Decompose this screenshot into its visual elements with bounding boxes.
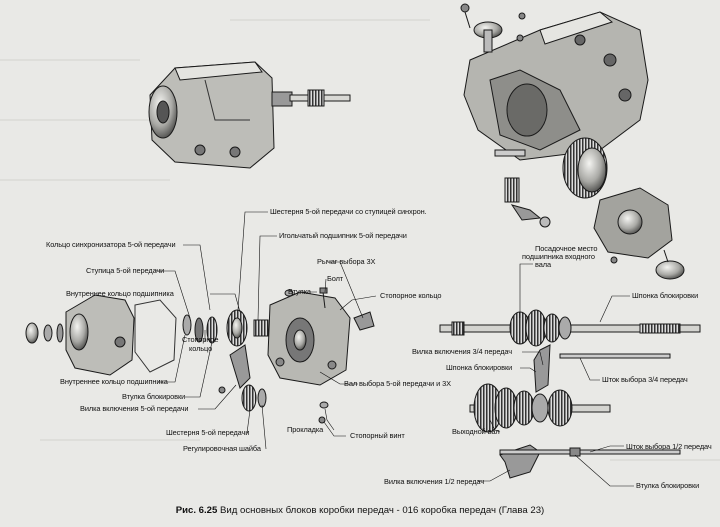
label-inner-ring-bearing-top: Внутреннее кольцо подшипника bbox=[66, 289, 174, 298]
label-hub5: Ступица 5-ой передачи bbox=[86, 266, 165, 275]
label-snap-ring-left-1: Стопорное bbox=[182, 335, 219, 344]
label-lock-screw: Стопорный винт bbox=[350, 431, 405, 440]
label-input-bearing-seat-2: подшипника входного bbox=[522, 252, 595, 261]
figure-caption: Рис. 6.25 Вид основных блоков коробки пе… bbox=[0, 505, 720, 516]
label-input-bearing-seat-3: вала bbox=[535, 260, 551, 269]
fifth-gear-exploded bbox=[25, 287, 375, 424]
label-rod12: Шток выбора 1/2 передач bbox=[626, 442, 712, 451]
leader-lines bbox=[155, 211, 634, 487]
label-gear5: Шестерня 5-ой передачи bbox=[166, 428, 250, 437]
label-bolt: Болт bbox=[327, 274, 344, 283]
label-sync-ring5: Кольцо синхронизатора 5-ой передачи bbox=[46, 240, 176, 249]
label-fork5: Вилка включения 5-ой передачи bbox=[80, 404, 189, 413]
label-bushing: Втулка bbox=[288, 287, 311, 296]
label-snap-ring-left-2: кольцо bbox=[189, 344, 213, 353]
label-snap-ring-mid: Стопорное кольцо bbox=[380, 291, 442, 300]
transmission-case-assembly bbox=[460, 3, 685, 280]
label-lock-bushing-right: Втулка блокировки bbox=[636, 481, 700, 490]
label-inner-ring-bearing-bottom: Внутреннее кольцо подшипника bbox=[60, 377, 168, 386]
label-adjust-washer: Регулировочная шайба bbox=[183, 444, 261, 453]
label-rod34: Шток выбора 3/4 передач bbox=[602, 375, 688, 384]
label-lock-bushing-left: Втулка блокировки bbox=[122, 392, 186, 401]
shaft-assemblies bbox=[439, 309, 701, 479]
label-key-lock-mid: Шпонка блокировки bbox=[446, 363, 513, 372]
label-shaft-select-5r: Вал выбора 5-ой передачи и 3Х bbox=[344, 379, 451, 388]
figure-number: Рис. 6.25 bbox=[175, 505, 218, 516]
label-fork34: Вилка включения 3/4 передач bbox=[412, 347, 513, 356]
label-needle-bearing5: Игольчатый подшипник 5-ой передачи bbox=[279, 231, 407, 240]
label-gear5-hub: Шестерня 5-ой передачи со ступицей синхр… bbox=[270, 207, 427, 216]
label-input-bearing-seat-1: Посадочное место bbox=[535, 244, 598, 253]
label-gasket: Прокладка bbox=[287, 425, 324, 434]
background-texture bbox=[0, 19, 720, 461]
label-output-shaft: Выходной вал bbox=[452, 427, 500, 436]
label-key-lock-right: Шпонка блокировки bbox=[632, 291, 699, 300]
label-fork12: Вилка включения 1/2 передач bbox=[384, 477, 485, 486]
label-lever-3r: Рычаг выбора 3Х bbox=[317, 257, 376, 266]
figure-caption-text: Вид основных блоков коробки передач - 01… bbox=[220, 505, 545, 516]
assembled-gearbox bbox=[148, 61, 351, 169]
